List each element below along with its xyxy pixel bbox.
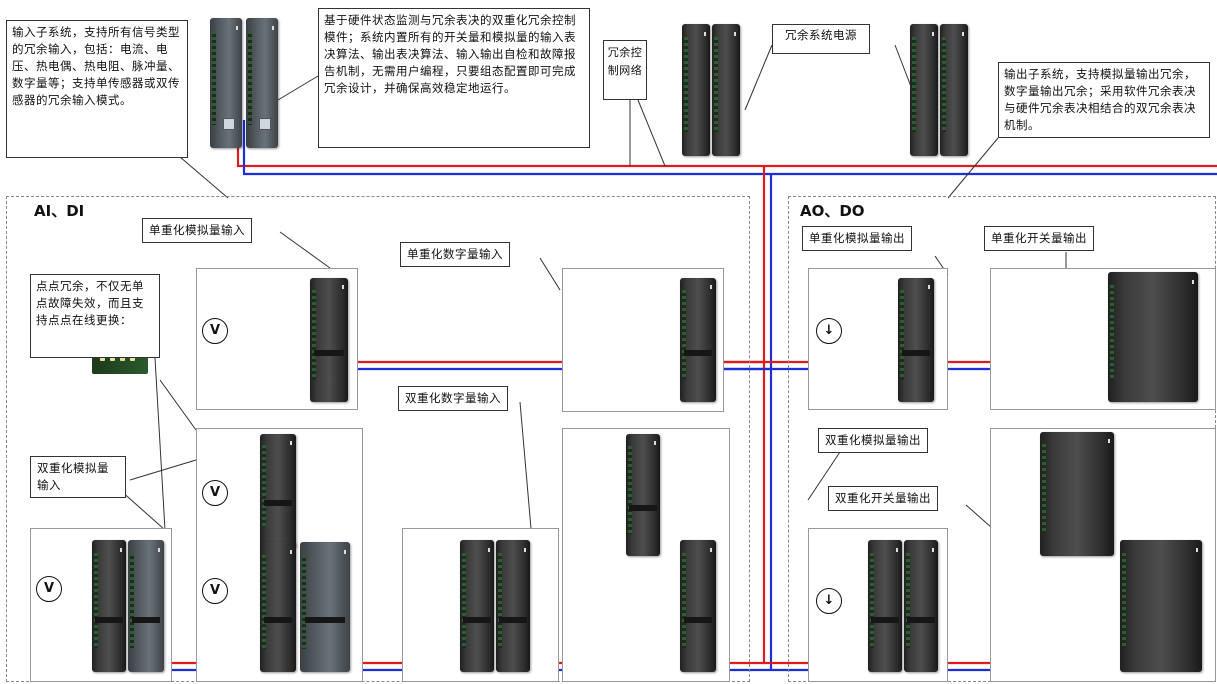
power-module-b <box>712 24 740 156</box>
control-module-a <box>210 18 242 148</box>
voltage-meter-icon: V <box>202 318 228 344</box>
current-meter-icon: ↓ <box>816 588 842 614</box>
voltage-meter-icon: V <box>202 480 228 506</box>
io-module-dual-do-1 <box>1040 432 1114 556</box>
label-dual-di: 双重化数字量输入 <box>398 386 508 411</box>
label-dual-do: 双重化开关量输出 <box>828 486 938 511</box>
voltage-meter-icon: V <box>202 578 228 604</box>
io-module-dual-di-3 <box>626 434 660 556</box>
io-module-single-ai <box>310 278 348 402</box>
point-redundancy-note: 点点冗余，不仅无单点故障失效，而且支持点点在线更换： <box>30 274 160 358</box>
label-single-do: 单重化开关量输出 <box>984 226 1094 251</box>
io-module-dual-di-1 <box>460 540 494 672</box>
io-module-dual-ai-5 <box>128 540 164 672</box>
io-module-dual-ao-2 <box>904 540 938 672</box>
redundant-network-label: 冗余控制网络 <box>603 40 647 100</box>
voltage-meter-icon: V <box>36 576 62 602</box>
io-module-dual-ao-1 <box>868 540 902 672</box>
io-module-dual-di-2 <box>496 540 530 672</box>
label-single-di: 单重化数字量输入 <box>400 242 510 267</box>
io-module-single-ao <box>898 278 934 402</box>
output-subsystem-note: 输出子系统，支持模拟量输出冗余，数字量输出冗余；采用软件冗余表决与硬件冗余表决相… <box>998 62 1210 138</box>
io-module-dual-do-2 <box>1120 540 1202 672</box>
current-meter-icon: ↓ <box>816 318 842 344</box>
io-module-dual-di-4 <box>680 540 716 672</box>
control-module-note: 基于硬件状态监测与冗余表决的双重化冗余控制模件；系统内置所有的开关量和模拟量的输… <box>318 8 590 148</box>
input-zone-title: AI、DI <box>34 200 84 221</box>
label-dual-ai: 双重化模拟量输入 <box>30 456 126 498</box>
label-single-ai: 单重化模拟量输入 <box>142 218 252 243</box>
power-module-a <box>682 24 710 156</box>
io-module-single-do <box>1108 272 1198 402</box>
label-single-ao: 单重化模拟量输出 <box>802 226 912 251</box>
output-zone-title: AO、DO <box>800 200 865 221</box>
io-module-dual-ai-4 <box>92 540 126 672</box>
io-module-single-di <box>680 278 716 402</box>
label-dual-ao: 双重化模拟量输出 <box>818 428 928 453</box>
input-subsystem-note: 输入子系统，支持所有信号类型的冗余输入，包括：电流、电压、热电偶、热电阻、脉冲量… <box>6 20 188 158</box>
power-module-d <box>940 24 968 156</box>
control-module-b <box>246 18 278 148</box>
io-module-dual-ai-3 <box>300 542 350 672</box>
power-module-c <box>910 24 938 156</box>
redundant-power-label: 冗余系统电源 <box>772 24 870 54</box>
io-module-dual-ai-1 <box>260 434 296 548</box>
io-module-dual-ai-2 <box>260 542 296 672</box>
